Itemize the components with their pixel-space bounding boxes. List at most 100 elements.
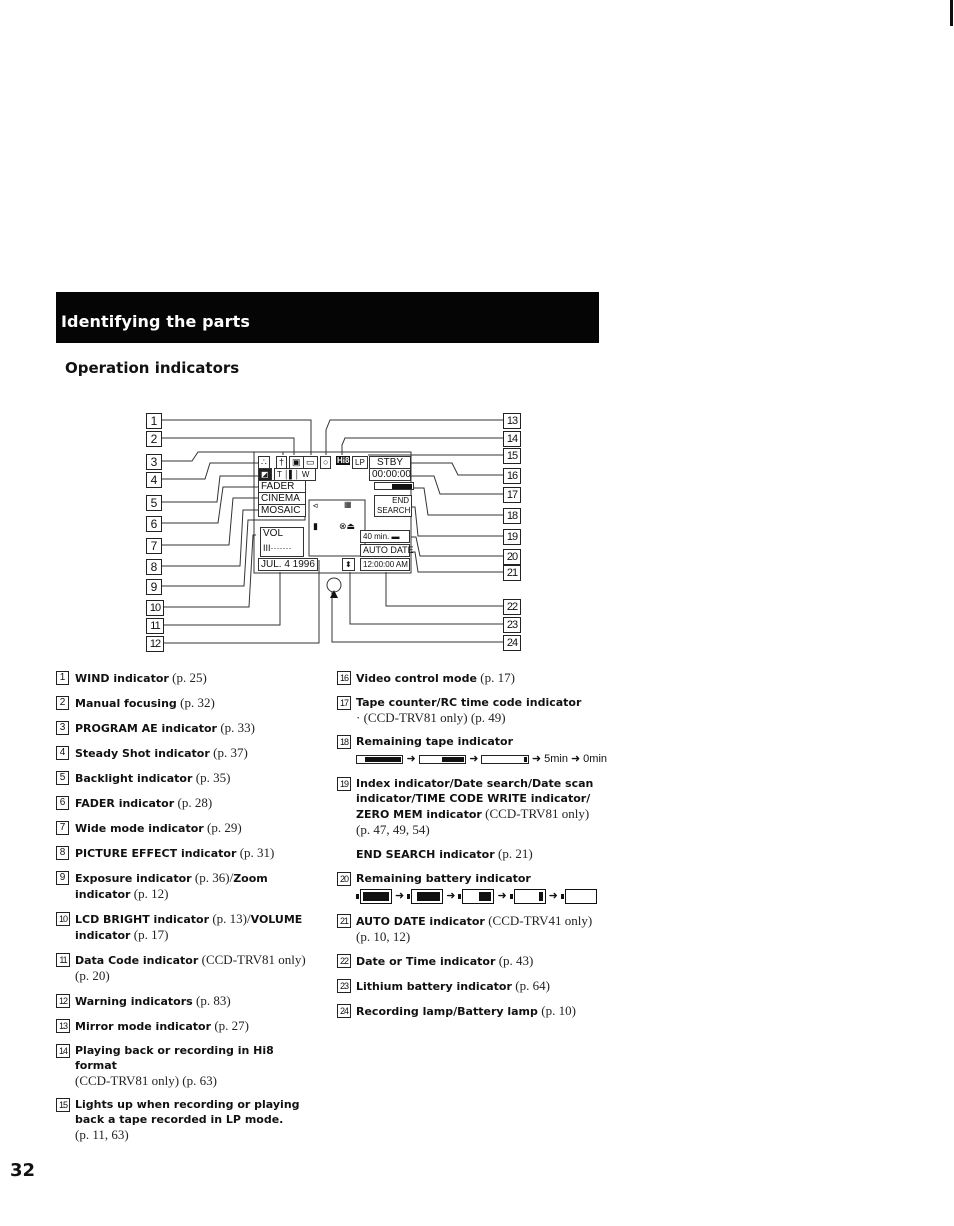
item-label: PROGRAM AE indicator [75, 722, 217, 735]
item-label: END SEARCH indicator [356, 848, 495, 861]
page-number: 32 [10, 1160, 36, 1181]
tape-warning-icon: ⪦ [313, 500, 319, 510]
arrow-icon: ➜ [446, 890, 456, 902]
section-title: Operation indicators [65, 359, 240, 377]
item-label: Date or Time indicator [356, 955, 496, 968]
callout-5: 5 [146, 495, 162, 511]
item-number: 6 [56, 796, 69, 810]
callout-24: 24 [503, 635, 521, 651]
item-label: Lithium battery indicator [356, 980, 512, 993]
item-number: 8 [56, 846, 69, 860]
page-ref: (p. 43) [498, 953, 534, 968]
item-label: AUTO DATE indicator [356, 915, 485, 928]
item-note: (p. 10, 12) [356, 929, 411, 944]
page-ref-2: (p. 17) [133, 927, 169, 942]
callout-23: 23 [503, 617, 521, 633]
mosaic-indicator: MOSAIC [258, 504, 306, 517]
item-label: Wide mode indicator [75, 822, 204, 835]
page-ref: (p. 32) [180, 695, 215, 710]
item-number: 11 [56, 953, 70, 967]
battery-full-icon [356, 889, 392, 904]
callout-11: 11 [146, 618, 164, 634]
backlight-icon: ◩ [258, 468, 272, 481]
callout-17: 17 [503, 487, 521, 503]
callout-21: 21 [503, 565, 521, 581]
battery-three-quarter-icon [407, 889, 444, 904]
item-label: LCD BRIGHT indicator [75, 913, 209, 926]
callout-9: 9 [146, 579, 162, 595]
item-label: WIND indicator [75, 672, 169, 685]
arrow-icon: ➜ [548, 890, 558, 902]
item-label: FADER indicator [75, 797, 175, 810]
item-number: 13 [56, 1019, 70, 1033]
item-label: Lights up when recording or playing back… [75, 1098, 300, 1126]
item-number: 7 [56, 821, 69, 835]
page-ref: (p. 37) [213, 745, 248, 760]
item-label: Manual focusing [75, 697, 177, 710]
item-note: (CCD-TRV81 only) (p. 63) [75, 1073, 217, 1088]
callout-7: 7 [146, 538, 162, 554]
arrow-icon: ➜ [406, 753, 416, 765]
page-ref: (p. 29) [207, 820, 242, 835]
cassette-warning-icon: ▦ [344, 500, 352, 509]
page-ref: (CCD-TRV81 only) [485, 806, 590, 821]
page-ref: (p. 17) [480, 670, 515, 685]
lithium-battery-icon: ⬍ [342, 558, 355, 571]
page-ref: (p. 28) [177, 795, 213, 810]
item-number: 18 [337, 735, 351, 749]
callout-4: 4 [146, 472, 162, 488]
item-label: Steady Shot indicator [75, 747, 210, 760]
item-note: (p. 11, 63) [75, 1127, 129, 1142]
callout-1: 1 [146, 413, 162, 429]
item-label: Index indicator/Date search/Date scan in… [356, 777, 594, 821]
page-ref: (p. 33) [220, 720, 255, 735]
item-label-2: Zoom indicator [75, 872, 268, 901]
date-indicator: JUL. 4 1996 [258, 558, 318, 571]
remaining-tape-sequence: ➜ ➜ ➜ 5min ➜ 0min [356, 752, 607, 767]
callout-16: 16 [503, 468, 521, 484]
section-header-band: Identifying the parts [56, 292, 599, 343]
page-ref: (p. 13)/ [212, 911, 251, 926]
volume-bar: III······· [263, 543, 292, 553]
cinema-indicator: CINEMA [258, 492, 306, 505]
time-indicator: 12:00:00 AM [360, 558, 410, 571]
tape-full-icon [356, 755, 404, 764]
item-label: Playing back or recording in Hi8 format [75, 1044, 274, 1072]
page-ref: (CCD-TRV41 only) [488, 913, 593, 928]
wind-icon: ∴ [258, 456, 270, 469]
zoom-w-label: W [301, 470, 310, 479]
arrow-icon: ➜ [395, 890, 405, 902]
page-ref: (p. 27) [214, 1018, 250, 1033]
zoom-t-label: T [277, 470, 282, 479]
page-ref-2: (p. 12) [133, 886, 169, 901]
remaining-battery-sequence: ➜ ➜ ➜ ➜ [356, 889, 607, 904]
tape-counter: 00:00:00 [369, 468, 411, 481]
item-note: · (CCD-TRV81 only) (p. 49) [356, 710, 506, 725]
page-ref: (CCD-TRV81 only) (p. 20) [75, 952, 306, 983]
item-label: PICTURE EFFECT indicator [75, 847, 237, 860]
item-number: 17 [337, 696, 351, 710]
battery-half-icon [458, 889, 495, 904]
item-number: 1 [56, 671, 69, 685]
battery-empty-icon [560, 889, 597, 904]
list-item: 18 Remaining tape indicator ➜ ➜ ➜ 5min ➜ … [337, 734, 607, 767]
fader-indicator: FADER [258, 480, 306, 493]
manual-focus-icon: † [276, 456, 288, 469]
end-search-line-2: SEARCH [377, 506, 411, 515]
item-label: Remaining tape indicator [356, 735, 513, 748]
